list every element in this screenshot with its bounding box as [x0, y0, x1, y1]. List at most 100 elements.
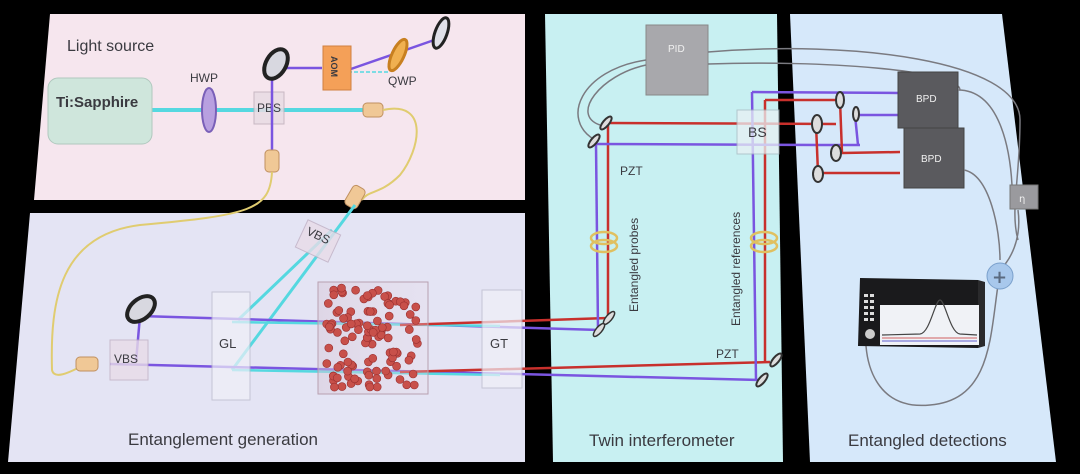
bpd-1: [897, 71, 959, 129]
panel-title-twin-interferometer: Twin interferometer: [589, 431, 735, 450]
mirror-3: [125, 294, 157, 324]
qwp-plate: [387, 37, 409, 73]
pbs-cube: [253, 91, 285, 125]
atom: [377, 323, 387, 332]
atom: [322, 359, 332, 368]
cable-scope: [865, 284, 999, 407]
gt-label: GT: [490, 336, 508, 351]
fiber-coil-probes: [589, 230, 619, 246]
pid-label: PID: [668, 44, 685, 55]
cable-pid-2: [587, 64, 647, 126]
probe-beam-twin-2: [594, 143, 600, 331]
probe-beam-twin-1: [595, 142, 823, 147]
bpd-2: [903, 127, 965, 189]
atom: [392, 361, 401, 371]
hwp-plate: [201, 87, 217, 133]
qwp-label: QWP: [388, 74, 417, 88]
atom: [409, 380, 419, 390]
atom: [404, 325, 414, 334]
pzt-mirror-bottom-1: [769, 352, 783, 368]
fiber-coupler-1: [362, 102, 384, 118]
atom: [332, 373, 342, 383]
atom: [339, 314, 348, 323]
atom: [347, 332, 357, 342]
atom: [351, 285, 360, 295]
atom: [338, 349, 348, 359]
cable-bpd-1: [957, 89, 1013, 186]
fiber-coupler-4: [75, 356, 99, 372]
panel-title-light-source: Light source: [67, 38, 154, 55]
atom: [333, 328, 342, 337]
cable-bpd-2: [963, 169, 1001, 261]
atom: [362, 321, 372, 331]
gt-prism: [481, 289, 523, 389]
gl-prism: [211, 291, 251, 401]
hwp-label: HWP: [190, 71, 218, 85]
atom: [324, 343, 334, 353]
atom: [404, 355, 414, 365]
aom-box: [322, 45, 352, 91]
eta-attenuator: [1009, 184, 1039, 210]
gl-label: GL: [219, 336, 236, 351]
atom: [399, 301, 409, 311]
mirror-1: [262, 47, 290, 81]
atom: [368, 328, 378, 337]
atom: [337, 382, 347, 391]
atom: [373, 316, 382, 326]
atom: [405, 310, 415, 319]
atom-cloud: [322, 283, 422, 392]
atom: [384, 311, 394, 321]
atom: [411, 302, 421, 312]
fiber-coil-references: [749, 230, 779, 246]
vbs-top-cube: [294, 219, 342, 263]
fiber-coupler-2: [264, 149, 280, 173]
eta-label: η: [1019, 194, 1025, 205]
atom: [324, 322, 334, 332]
fiber-coupler-3: [344, 184, 366, 210]
atom: [343, 357, 353, 367]
vbs-left-label: VBS: [114, 352, 138, 366]
atom: [411, 316, 421, 325]
pzt-bottom-label: PZT: [716, 347, 739, 361]
fiber-1: [361, 107, 418, 201]
mirror-probes-2: [592, 322, 606, 338]
bs-cube: [736, 109, 780, 155]
panel-entanglement-generation: [8, 213, 525, 462]
atom: [408, 369, 418, 379]
spectrum-analyzer: [858, 278, 985, 348]
fiber-coil-probes-2: [589, 238, 619, 254]
spectrum-trace: [881, 299, 978, 336]
atom: [354, 325, 363, 335]
atom: [372, 366, 381, 376]
atom: [337, 283, 346, 293]
bpd-1-label: BPD: [916, 94, 937, 105]
pzt-mirror-bottom-2: [755, 372, 769, 388]
bs-label: BS: [748, 124, 767, 140]
atom: [350, 374, 360, 384]
entangled-references-label: Entangled references: [729, 212, 743, 326]
atom: [385, 300, 394, 310]
pzt-mirror-top-1: [599, 115, 613, 131]
atom: [334, 306, 344, 315]
pzt-mirror-top-2: [587, 133, 601, 149]
pbs-label: PBS: [257, 101, 281, 115]
atom: [411, 335, 421, 344]
atom: [372, 382, 382, 392]
entangled-probes-label: Entangled probes: [627, 218, 641, 312]
det-mirror-3: [830, 144, 842, 162]
conjugate-beam-det-2: [841, 150, 901, 155]
det-mirror-2: [835, 91, 845, 109]
atom: [343, 366, 352, 376]
bpd-2-label: BPD: [921, 154, 942, 165]
det-mirror-5: [852, 106, 860, 122]
atom: [364, 370, 374, 380]
aom-label: AOM: [329, 56, 339, 77]
vbs-left-cube: [109, 339, 149, 381]
panel-title-entanglement-generation: Entanglement generation: [128, 430, 318, 449]
atom: [372, 374, 382, 383]
ti-sapphire-laser: [47, 77, 153, 145]
atom: [329, 290, 339, 300]
laser-label: Ti:Sapphire: [56, 94, 138, 111]
pid-box: [645, 24, 709, 96]
